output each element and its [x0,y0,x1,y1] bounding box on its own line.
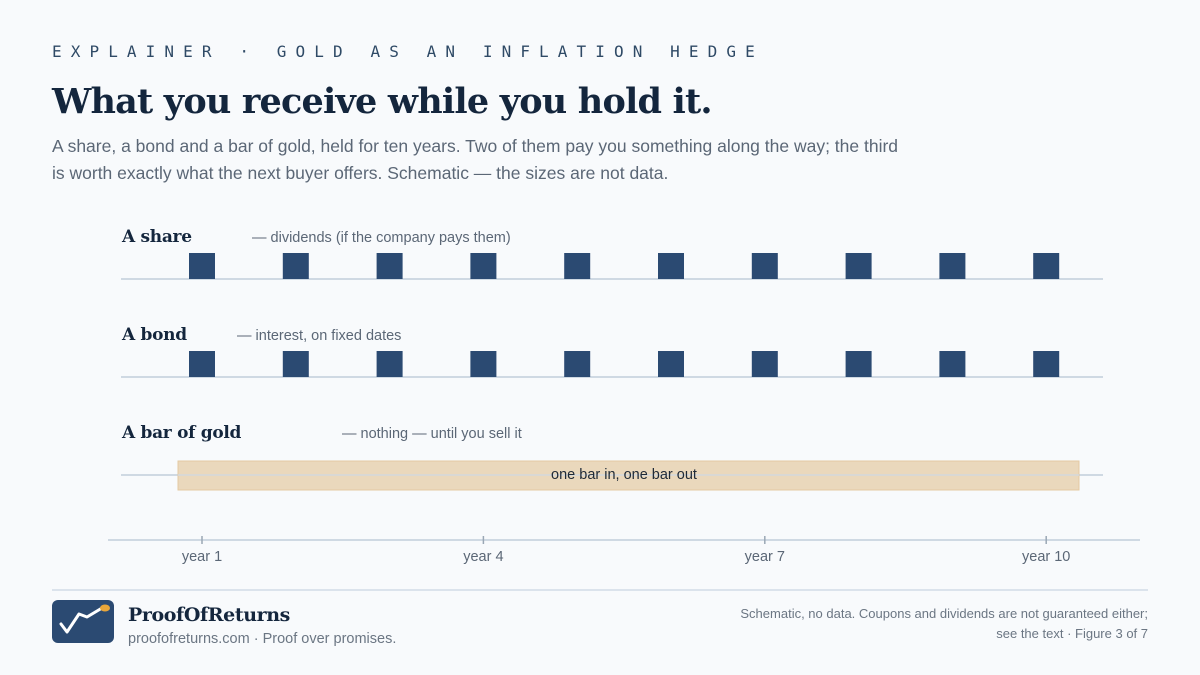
axis-tick-label: year 10 [1022,549,1070,565]
axis-ticks: year 1 year 4 year 7 year 10 [182,536,1070,565]
payment-markers-bond [189,351,1060,377]
row-share: A share — dividends (if the company pays… [121,227,1103,280]
payment-marker [564,351,591,377]
payment-marker [376,253,403,279]
payment-markers-share [189,253,1060,279]
row-note-bond: — interest, on fixed dates [237,328,401,344]
footnote: Schematic, no data. Coupons and dividend… [740,606,1148,641]
row-gold: A bar of gold — nothing — until you sell… [121,423,1103,491]
payment-marker [751,351,778,377]
payment-marker [282,253,309,279]
payment-marker [564,253,591,279]
row-note-gold: — nothing — until you sell it [342,426,522,442]
payment-marker [939,351,966,377]
payment-marker [189,351,215,377]
row-label-bond: A bond [121,325,187,345]
gold-bar-label: one bar in, one bar out [551,467,697,483]
page-title: What you receive while you hold it. [52,81,713,122]
payment-marker [939,253,966,279]
time-axis: year 1 year 4 year 7 year 10 [108,536,1140,565]
payment-marker [1033,351,1060,377]
payment-marker [658,253,684,279]
subtitle: A share, a bond and a bar of gold, held … [52,136,899,183]
payment-marker [470,351,497,377]
brand-name: ProofOfReturns [128,604,290,626]
row-note-share: — dividends (if the company pays them) [252,230,511,246]
brand-tagline: proofofreturns.com · Proof over promises… [128,631,397,647]
payment-marker [751,253,778,279]
chart-check-logo-icon [52,600,114,643]
row-label-share: A share [121,227,192,247]
payment-marker [1033,253,1060,279]
payment-marker [845,253,872,279]
payment-marker [658,351,684,377]
payment-marker [845,351,872,377]
row-label-gold: A bar of gold [121,423,242,443]
axis-tick-label: year 7 [745,549,785,565]
payment-marker [470,253,497,279]
row-bond: A bond — interest, on fixed dates [121,325,1103,378]
payment-marker [282,351,309,377]
payment-marker [376,351,403,377]
axis-tick-label: year 4 [463,549,503,565]
payment-marker [189,253,215,279]
eyebrow: EXPLAINER · GOLD AS AN INFLATION HEDGE [52,42,764,61]
income-diagram: A share — dividends (if the company pays… [108,227,1140,565]
footer-divider [52,589,1148,591]
axis-tick-label: year 1 [182,549,222,565]
